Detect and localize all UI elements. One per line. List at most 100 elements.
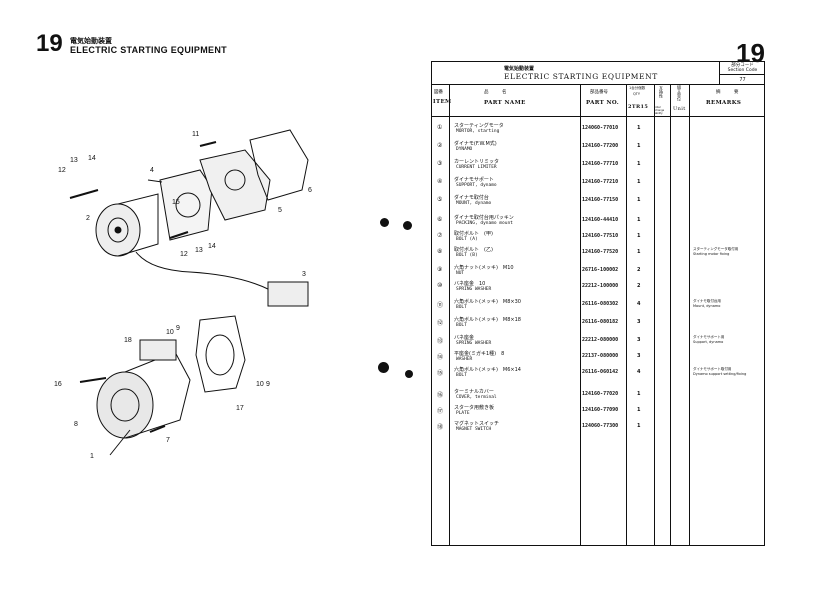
row-part-number: 124160-77210 — [582, 179, 619, 185]
row-part-name: CURRENT LIMITER — [456, 165, 497, 170]
row-item-number: ⑮ — [437, 370, 444, 377]
col-item: ITEM — [433, 99, 452, 105]
col-qty: QTY — [633, 92, 641, 96]
row-quantity: 2 — [637, 283, 641, 289]
diagram-label: 14 — [208, 243, 216, 250]
section-number-large: 19 — [736, 38, 765, 68]
dynamo-mount-drawing — [199, 149, 271, 221]
row-part-name-jp: 取付ボルト (乙) — [454, 247, 493, 253]
diagram-label: 12 — [58, 167, 66, 174]
row-part-name: WASHER — [456, 357, 473, 362]
row-remarks-jp: スターティングモータ取付用 — [693, 247, 739, 251]
row-quantity: 1 — [637, 125, 641, 131]
col-partno-jp: 部品番号 — [590, 90, 608, 95]
row-part-name: NUT — [456, 271, 465, 276]
diagram-label: 6 — [308, 187, 312, 194]
row-remarks: Starting motor fixing — [693, 252, 730, 256]
row-part-number: 124160-77520 — [582, 249, 619, 255]
diagram-label: 7 — [166, 437, 170, 444]
binder-hole — [403, 221, 412, 230]
col-partno: PART NO. — [586, 100, 620, 106]
row-quantity: 4 — [637, 369, 641, 375]
row-item-number: ⑯ — [437, 392, 444, 399]
row-part-number: 22212-080000 — [582, 337, 619, 343]
row-part-number: 26116-080182 — [582, 319, 619, 325]
row-part-number: 124160-77200 — [582, 143, 619, 149]
section-code-box: 部分コード Section Code 77 — [719, 62, 765, 85]
row-part-name-jp: バネ座金 — [454, 335, 475, 341]
row-item-number: ⑫ — [437, 320, 444, 327]
row-part-number: 124060-77300 — [582, 423, 619, 429]
row-quantity: 1 — [637, 179, 641, 185]
row-part-name-jp: 六角ボルト(メッキ) M8×30 — [454, 299, 521, 305]
row-item-number: ⑧ — [437, 248, 443, 255]
row-quantity: 1 — [637, 161, 641, 167]
row-part-number: 26116-060142 — [582, 369, 619, 375]
row-remarks: Dynamo support setting/fixing — [693, 372, 747, 376]
row-remarks-jp: ダイナモサポート取付用 — [693, 367, 732, 371]
col-unit: Unit — [673, 106, 686, 112]
row-part-name: PACKING, dynamo mount — [456, 221, 513, 226]
row-part-name: BOLT — [456, 305, 467, 310]
row-part-name: BOLT (A) — [456, 237, 478, 242]
row-item-number: ④ — [437, 178, 443, 185]
row-part-name-jp: ダイナモ(F.W.M式) — [454, 141, 497, 147]
row-item-number: ⑤ — [437, 196, 443, 203]
row-item-number: ⑪ — [437, 302, 444, 309]
row-remarks-jp: ダイナモサポート用 — [693, 335, 725, 339]
row-part-name: MORTOR, starting — [456, 129, 500, 134]
row-quantity: 1 — [637, 249, 641, 255]
section-code-value: 77 — [720, 74, 765, 83]
row-remarks-jp: ダイナモ取付台用 — [693, 299, 721, 303]
table-row: ⑧ 取付ボルト (乙)BOLT (B) 124160-77520 1 スターティングモー… — [432, 244, 764, 264]
diagram-label: 17 — [236, 405, 244, 412]
row-part-number: 124160-77090 — [582, 407, 619, 413]
row-item-number: ⑥ — [437, 216, 443, 223]
row-part-name: BOLT (B) — [456, 253, 478, 258]
row-part-name: SUPPORT, dynamo — [456, 183, 497, 188]
page-title-jp: 電気始動装置 — [70, 37, 112, 45]
row-quantity: 2 — [637, 267, 641, 273]
diagram-label: 16 — [54, 381, 62, 388]
binder-hole — [405, 370, 413, 378]
row-item-number: ⑨ — [437, 266, 443, 273]
row-quantity: 1 — [637, 197, 641, 203]
starter-plate-drawing — [195, 315, 246, 393]
row-part-name: MOUNT, dynamo — [456, 201, 492, 206]
row-item-number: ⑭ — [437, 354, 444, 361]
diagram-label: 3 — [302, 271, 306, 278]
row-part-name: PLATE — [456, 411, 470, 416]
row-part-number: 124160-77020 — [582, 391, 619, 397]
row-part-number: 124060-77010 — [582, 125, 619, 131]
row-part-name: BOLT — [456, 373, 467, 378]
row-quantity: 3 — [637, 337, 641, 343]
row-part-name-jp: 六角ボルト(メッキ) M6×14 — [454, 367, 521, 373]
row-quantity: 1 — [637, 217, 641, 223]
row-part-name-jp: 取付ボルト (甲) — [454, 231, 493, 237]
col-name: PART NAME — [484, 100, 526, 106]
row-part-name: MAGNET SWITCH — [456, 427, 492, 432]
row-item-number: ⑩ — [437, 282, 443, 289]
exploded-parts-diagram: 11 12 13 14 4 5 6 15 2 12 13 14 3 18 10 … — [54, 129, 312, 460]
diagram-label: 10 — [166, 329, 174, 336]
diagram-label: 4 — [150, 167, 154, 174]
row-part-name-jp: 六角ナット(メッキ) M10 — [454, 265, 514, 271]
diagram-label: 13 — [195, 247, 203, 254]
col-item-jp: 図番 — [434, 90, 443, 95]
row-item-number: ① — [437, 124, 443, 131]
packing-drawing — [249, 129, 309, 201]
row-part-name-jp: スターティングモータ — [454, 123, 504, 129]
